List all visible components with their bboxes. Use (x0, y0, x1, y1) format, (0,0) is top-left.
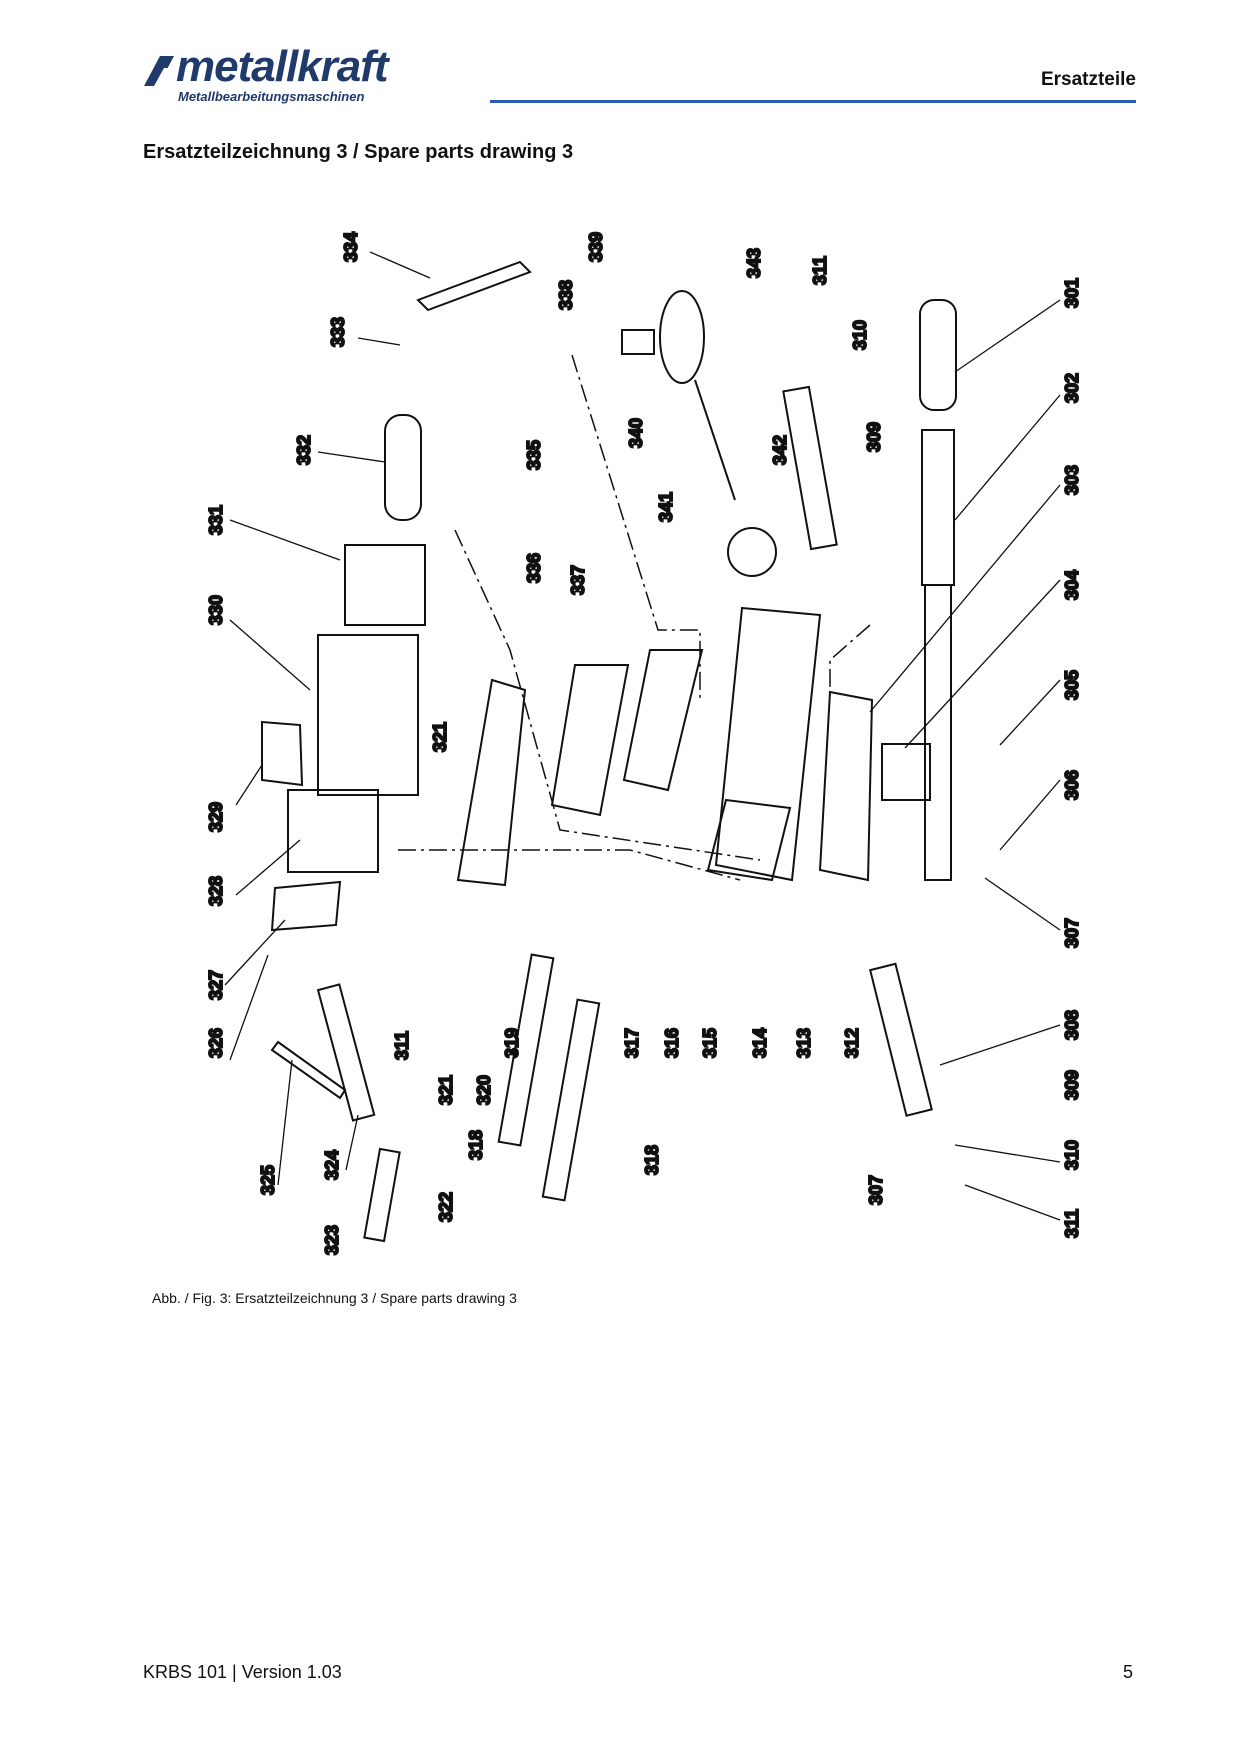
part-label: 341 (656, 492, 676, 522)
part-314 (706, 798, 792, 882)
part-label: 307 (1062, 918, 1082, 948)
part-label: 314 (750, 1028, 770, 1058)
part-325 (270, 1040, 347, 1100)
part-label: 322 (436, 1192, 456, 1222)
part-309-lower (869, 962, 933, 1117)
part-label: 310 (1062, 1140, 1082, 1170)
part-label: 318 (642, 1145, 662, 1175)
part-label: 306 (1062, 770, 1082, 800)
part-label: 328 (206, 876, 226, 906)
part-318-b (541, 998, 601, 1202)
part-319 (456, 678, 527, 887)
part-334 (416, 260, 532, 312)
part-label: 318 (466, 1130, 486, 1160)
part-label: 311 (1062, 1209, 1082, 1238)
part-label: 311 (810, 256, 830, 285)
part-label: 311 (392, 1031, 412, 1060)
part-label: 339 (586, 232, 606, 262)
part-label: 336 (524, 553, 544, 583)
part-313 (714, 606, 822, 882)
part-316 (550, 664, 630, 817)
metallkraft-logo: metallkraft Metallbearbeitungsmaschinen (140, 42, 470, 106)
part-label: 303 (1062, 465, 1082, 495)
assembly-line-d (829, 624, 871, 690)
part-label: 326 (206, 1028, 226, 1058)
part-309-upper (782, 385, 838, 551)
part-label: 321 (430, 722, 450, 752)
part-label: 334 (341, 232, 361, 262)
part-label: 316 (662, 1028, 682, 1058)
part-label: 331 (206, 505, 226, 535)
part-label: 323 (322, 1225, 342, 1255)
part-332 (384, 414, 422, 521)
assembly-line-c (398, 849, 741, 881)
section-title: Ersatzteile (1040, 69, 1136, 90)
part-label: 310 (850, 320, 870, 350)
part-label: 309 (864, 422, 884, 452)
part-label: 307 (866, 1175, 886, 1205)
assembly-line-b (454, 529, 761, 861)
part-label: 305 (1062, 670, 1082, 700)
part-303 (924, 584, 952, 881)
part-331 (344, 544, 426, 626)
part-label: 315 (700, 1028, 720, 1058)
part-label: 333 (328, 317, 348, 347)
page-number: 5 (1122, 1662, 1133, 1682)
part-312 (818, 690, 874, 882)
part-338 (621, 329, 655, 355)
part-label: 337 (568, 565, 588, 595)
part-318-a (497, 953, 555, 1147)
part-315 (622, 649, 704, 792)
part-341 (727, 527, 777, 577)
part-label: 325 (258, 1165, 278, 1195)
assembly-line-a (571, 354, 701, 700)
part-number-labels: 334 333 332 331 330 329 328 327 326 325 … (205, 231, 1083, 1256)
part-302 (921, 429, 955, 586)
spare-parts-drawing: 334 333 332 331 330 329 328 327 326 325 … (205, 231, 1083, 1256)
part-label: 301 (1062, 278, 1082, 308)
logo-wordmark: metallkraft (176, 42, 389, 91)
figure-caption: Abb. / Fig. 3: Ersatzteilzeichnung 3 / S… (152, 1290, 517, 1306)
part-label: 304 (1062, 570, 1082, 600)
part-324 (316, 983, 376, 1122)
part-340 (694, 379, 736, 501)
part-label: 302 (1062, 373, 1082, 403)
part-301 (919, 299, 957, 411)
part-328 (287, 789, 379, 873)
part-329 (261, 720, 304, 787)
part-label: 319 (502, 1028, 522, 1058)
part-label: 312 (842, 1028, 862, 1058)
part-label: 309 (1062, 1070, 1082, 1100)
part-323 (363, 1147, 401, 1243)
part-label: 340 (626, 418, 646, 448)
page-title: Ersatzteilzeichnung 3 / Spare parts draw… (143, 141, 574, 163)
logo-tagline: Metallbearbeitungsmaschinen (178, 89, 365, 104)
part-330 (317, 634, 419, 796)
part-label: 342 (770, 435, 790, 465)
part-label: 335 (524, 440, 544, 470)
part-label: 308 (1062, 1010, 1082, 1040)
part-label: 343 (744, 248, 764, 278)
logo-mark-icon (144, 56, 174, 86)
part-label: 324 (322, 1150, 342, 1180)
part-label: 329 (206, 802, 226, 832)
part-label: 330 (206, 595, 226, 625)
part-label: 317 (622, 1028, 642, 1058)
part-label: 332 (294, 435, 314, 465)
part-label: 320 (474, 1075, 494, 1105)
part-label: 338 (556, 280, 576, 310)
header-rule (490, 100, 1136, 103)
part-label: 327 (206, 970, 226, 1000)
part-label: 321 (436, 1075, 456, 1105)
part-label: 313 (794, 1028, 814, 1058)
part-304 (881, 743, 931, 801)
part-327 (270, 880, 342, 932)
document-version: KRBS 101 | Version 1.03 (143, 1662, 342, 1682)
part-339 (659, 290, 705, 384)
